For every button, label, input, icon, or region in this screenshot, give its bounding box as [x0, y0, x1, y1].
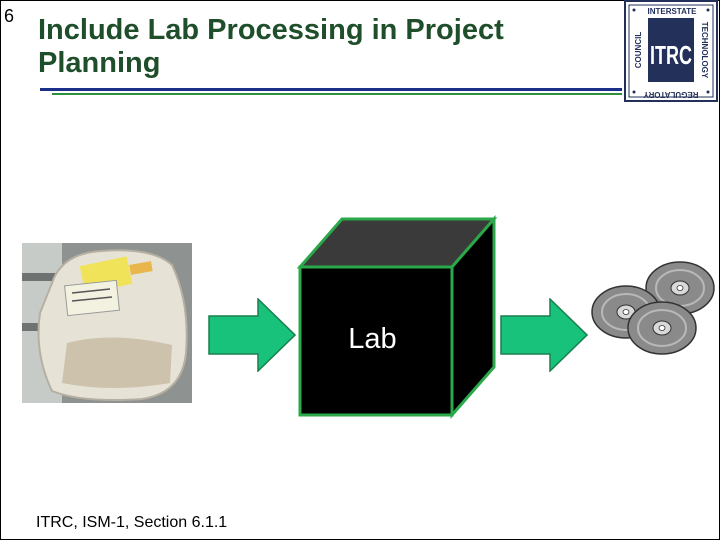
logo-top-text: INTERSTATE: [647, 7, 697, 16]
slide-title-line-1: Include Lab Processing in Project: [38, 14, 504, 46]
logo-star: [706, 8, 710, 12]
title-underline-secondary: [52, 93, 622, 95]
logo-bottom-text: REGULATORY: [643, 90, 699, 99]
slide-title-line-2: Planning: [38, 47, 161, 79]
footer-citation: ITRC, ISM-1, Section 6.1.1: [36, 514, 228, 531]
lab-box-front: [298, 265, 454, 417]
title-underline: [40, 88, 622, 98]
slide-title: Include Lab Processing in Project Planni…: [38, 14, 598, 80]
arrow-from-lab: [500, 298, 588, 372]
arrow-to-lab: [208, 298, 296, 372]
logo-star: [706, 90, 710, 94]
itrc-logo: ITRC INTERSTATE REGULATORY COUNCIL TECHN…: [624, 0, 718, 102]
lab-box: [296, 215, 498, 419]
slide-number: 6: [4, 6, 15, 26]
title-underline-primary: [40, 88, 622, 91]
bag-label-white: [64, 279, 120, 317]
disc-icon: [645, 261, 715, 315]
logo-border: [624, 0, 718, 102]
lab-label: Lab: [348, 323, 397, 355]
logo-inner-border: [628, 4, 714, 98]
logo-right-text: TECHNOLOGY: [700, 22, 709, 79]
data-discs-icon: [591, 261, 715, 355]
logo-center-block: [648, 18, 694, 82]
sample-bag-photo: [22, 243, 192, 403]
logo-left-text: COUNCIL: [634, 32, 643, 69]
logo-star: [632, 8, 636, 12]
logo-center-text: ITRC: [650, 40, 692, 70]
disc-icon: [627, 301, 697, 355]
bag-contents: [62, 337, 172, 388]
logo-star: [632, 90, 636, 94]
